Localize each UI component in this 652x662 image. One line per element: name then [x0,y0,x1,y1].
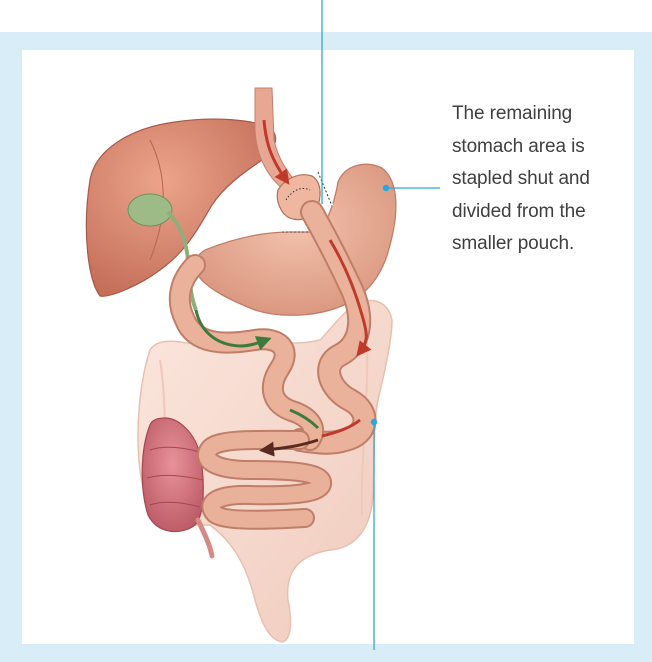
callout-line: stomach area is [452,131,632,164]
leader-dot-icon [383,185,389,191]
callout-line: divided from the [452,196,632,229]
callout-line: smaller pouch. [452,228,632,261]
leader-dot-icon [371,419,377,425]
callout-line: The remaining [452,98,632,131]
callout-line: stapled shut and [452,163,632,196]
callout-text: The remaining stomach area is stapled sh… [452,98,632,261]
